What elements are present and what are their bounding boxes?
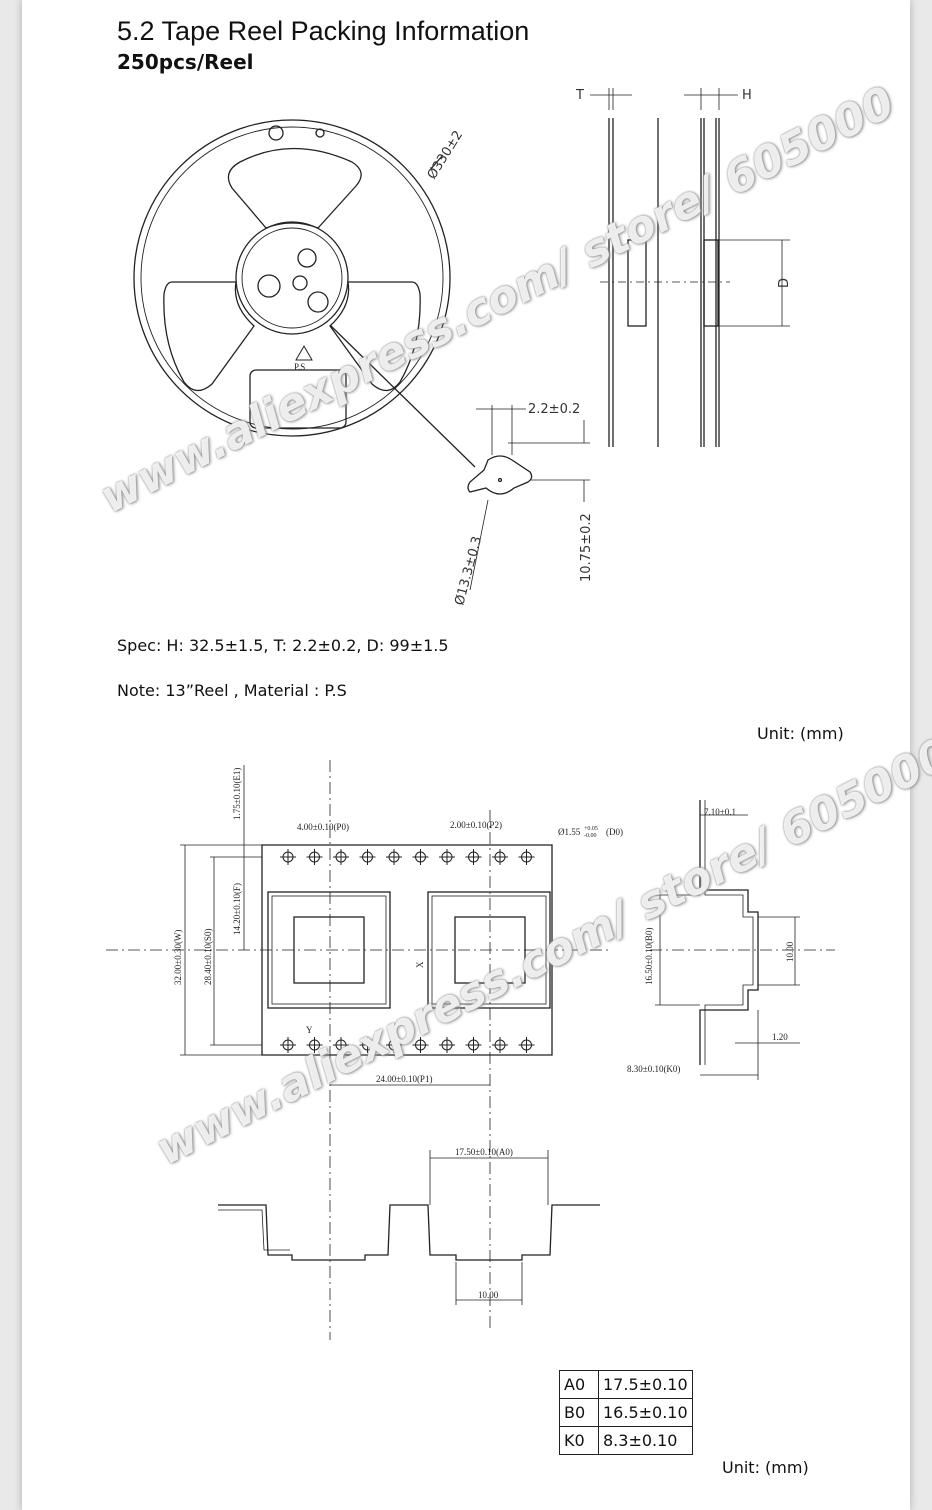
tape-cross-section (218, 1204, 600, 1261)
dim-p0: 4.00±0.10(P0) (297, 822, 349, 832)
label-x: X (415, 961, 425, 968)
reel-window-top (227, 147, 362, 229)
label-T: T (575, 88, 584, 103)
dim-d0-suffix: (D0) (606, 827, 623, 837)
reel-window-right (329, 281, 421, 392)
dim-d0: Ø1.55 (558, 827, 581, 837)
dim-hub-width: 2.2±0.2 (528, 402, 580, 417)
reel-hub-circle (235, 221, 349, 335)
table-key: B0 (559, 1398, 599, 1427)
table-key: A0 (559, 1370, 599, 1399)
label-D: D (777, 278, 792, 288)
recycle-label: P.S (294, 362, 305, 372)
label-H: H (742, 88, 752, 103)
dim-side-thickness: 7.10±0.1 (704, 807, 736, 817)
reel-outer-circle (133, 119, 451, 437)
dim-d0-tol-top: +0.05 (584, 826, 598, 832)
label-y: Y (306, 1025, 313, 1035)
dim-p1: 24.00±0.10(P1) (376, 1074, 432, 1084)
dim-p2: 2.00±0.10(P2) (450, 820, 502, 830)
spec-line: Spec: H: 32.5±1.5, T: 2.2±0.2, D: 99±1.5 (117, 636, 449, 655)
dim-a0: 17.50±0.10(A0) (455, 1147, 513, 1157)
dim-f: 14.20±0.10(F) (232, 883, 242, 935)
table-key: K0 (559, 1426, 599, 1455)
dim-hub-diameter: Ø13.3±0.3 (452, 535, 485, 607)
hub-detail (467, 455, 533, 495)
dim-outer-diameter: Ø330±2 (425, 128, 466, 182)
dim-side-1-20: 1.20 (772, 1032, 788, 1042)
tape-side-profile (699, 800, 759, 1065)
unit-label-bottom: Unit: (mm) (722, 1458, 809, 1477)
unit-label-top: Unit: (mm) (757, 724, 844, 743)
reel-window-left (163, 281, 255, 392)
dim-bottom-10: 10.00 (478, 1290, 499, 1300)
note-line: Note: 13”Reel , Material : P.S (117, 681, 347, 700)
carrier-tape (261, 844, 553, 1056)
dim-s0: 28.40±0.10(S0) (203, 929, 213, 985)
dim-e1: 1.75±0.10(E1) (232, 768, 242, 820)
dim-d0-tol-bottom: -0.00 (584, 833, 597, 839)
table-value: 17.5±0.10 (598, 1370, 693, 1399)
dim-k0: 8.30±0.10(K0) (627, 1064, 680, 1074)
table-value: 16.5±0.10 (598, 1398, 693, 1427)
dim-side-10: 10.00 (785, 941, 795, 962)
dim-hub-height: 10.75±0.2 (579, 513, 594, 582)
page-title: 5.2 Tape Reel Packing Information (117, 16, 530, 46)
document-page (22, 0, 910, 1510)
reel-label-area (249, 369, 347, 429)
dim-w: 32.00±0.30(W) (173, 930, 183, 985)
table-value: 8.3±0.10 (598, 1426, 693, 1455)
page-subtitle: 250pcs/Reel (117, 50, 254, 74)
dim-b0: 16.50±0.10(B0) (644, 928, 654, 985)
